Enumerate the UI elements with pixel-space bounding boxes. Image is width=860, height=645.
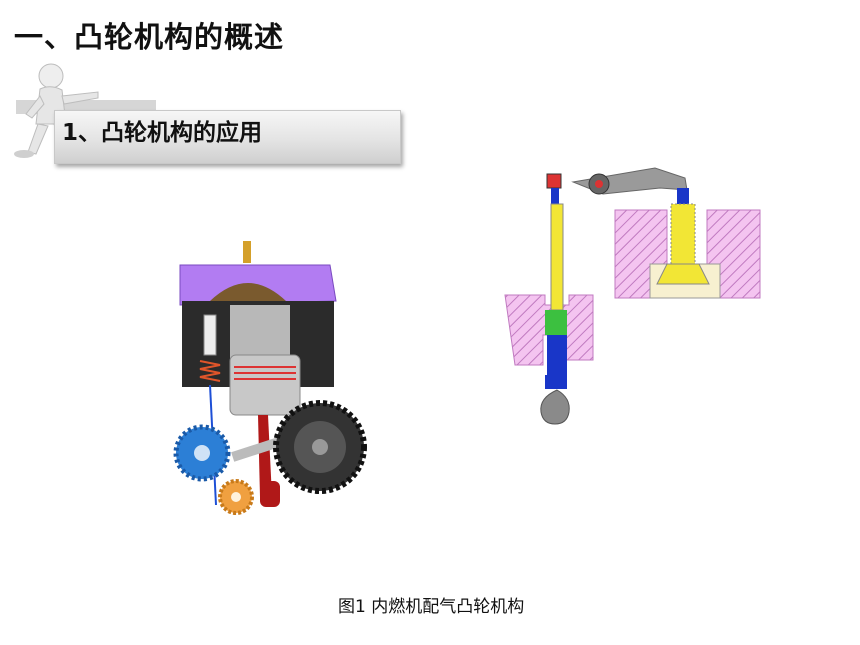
subtitle-bar — [54, 110, 401, 164]
subtitle-text: 1、凸轮机构的应用 — [62, 120, 263, 146]
slide-title: 一、凸轮机构的概述 — [14, 20, 285, 54]
engine-cam-illustration — [173, 241, 367, 515]
valve-mechanism-diagram — [504, 167, 761, 425]
figure-caption: 图1 内燃机配气凸轮机构 — [338, 597, 525, 617]
